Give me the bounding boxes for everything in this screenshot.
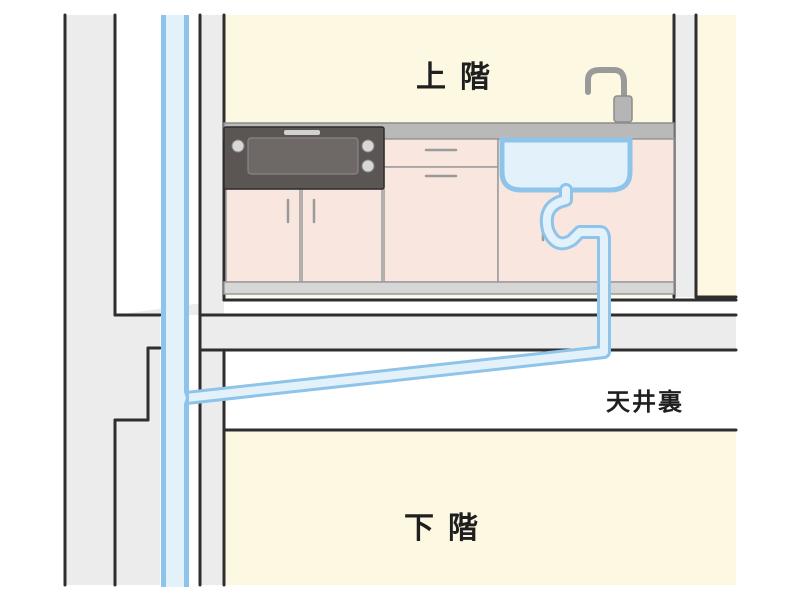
stove-knob-right-bottom: [361, 159, 375, 173]
faucet-icon: [585, 67, 627, 121]
drain-joint: [184, 392, 186, 404]
lower-floor-room: [224, 430, 736, 585]
inner-wall-upper: [200, 15, 224, 315]
upper-floor-room-right: [696, 15, 736, 297]
cabinet-drawer-top: [383, 138, 499, 168]
upper-floor-label: 上階: [416, 60, 504, 95]
stove-window: [247, 137, 359, 175]
faucet-base: [613, 95, 633, 123]
ceiling-space-label: 天井裏: [606, 388, 684, 416]
left-wall-shaft: [65, 15, 160, 585]
drain-pipe: [179, 183, 611, 405]
lower-floor-label: 下階: [404, 511, 492, 546]
cabinet-drawer-bottom: [383, 166, 499, 283]
cabinet-left-2: [301, 188, 383, 283]
stove-knob-right-top: [361, 139, 375, 153]
right-wall: [674, 15, 696, 297]
ceiling-slab-band: [200, 315, 736, 350]
stove-handle: [284, 130, 320, 135]
inner-wall-lower: [200, 350, 224, 585]
sink-basin: [499, 137, 633, 193]
drain-stack-inner: [166, 15, 184, 587]
plinth: [223, 281, 675, 295]
wall-outlines: [63, 13, 738, 587]
stove-knob-left: [231, 139, 245, 153]
